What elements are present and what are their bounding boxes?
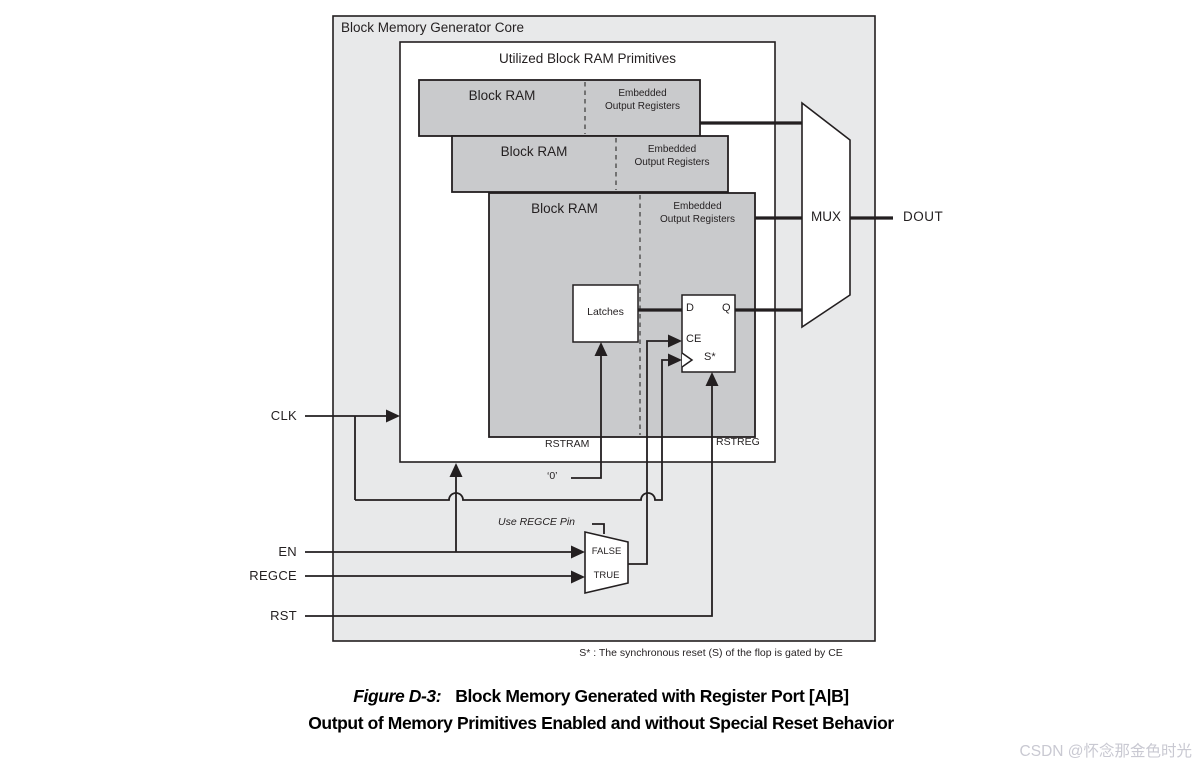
inner-box-title: Utilized Block RAM Primitives (498, 51, 677, 66)
zero-constant-label: ‘0’ (547, 470, 558, 482)
embedded-line2: Output Registers (634, 157, 710, 168)
flip-flop-pin-d: D (686, 302, 694, 314)
true-input-label: TRUE (593, 570, 620, 581)
flip-flop-pin-s-star: S* (704, 351, 716, 363)
latches-label: Latches (587, 306, 624, 318)
control-lines (305, 340, 713, 617)
block-ram-3-label: Block RAM (531, 201, 598, 216)
block-ram-1-label: Block RAM (468, 88, 536, 103)
flip-flop-clock-triangle (681, 352, 694, 368)
figure-caption-line2: Output of Memory Primitives Enabled and … (308, 713, 894, 733)
s-star-footnote: S* : The synchronous reset (S) of the fl… (579, 647, 843, 659)
arrowheads (386, 334, 719, 584)
embedded-line2: Output Registers (659, 214, 736, 225)
en-signal-label: EN (278, 544, 297, 559)
false-input-label: FALSE (591, 546, 622, 557)
embedded-line1: Embedded (618, 88, 667, 99)
outer-box-title: Block Memory Generator Core (341, 20, 525, 35)
block-ram-box-1 (418, 79, 701, 137)
data-path-lines (638, 121, 893, 312)
figure-caption-line1: Figure D-3: Block Memory Generated with R… (16, 683, 1186, 710)
regce-signal-label: REGCE (249, 568, 297, 583)
flip-flop-pin-q: Q (722, 302, 731, 314)
figure-title-line1: Block Memory Generated with Register Por… (455, 686, 849, 706)
mux-shape (801, 101, 851, 329)
rstreg-label: RSTREG (716, 436, 760, 448)
dout-label: DOUT (903, 209, 944, 224)
rstram-label: RSTRAM (545, 438, 590, 450)
figure-caption: Figure D-3: Block Memory Generated with R… (16, 683, 1186, 737)
embedded-line1: Embedded (647, 144, 697, 155)
embedded-line1: Embedded (673, 201, 722, 212)
figure-number: Figure D-3: (353, 686, 442, 706)
csdn-watermark: CSDN @怀念那金色时光 (1019, 743, 1192, 760)
use-regce-pin-label: Use REGCE Pin (498, 516, 576, 528)
block-ram-2-label: Block RAM (500, 144, 568, 159)
flip-flop-pin-ce: CE (686, 333, 702, 345)
mux-label: MUX (811, 209, 841, 224)
rst-signal-label: RST (270, 608, 297, 623)
block-ram-box-2 (451, 135, 729, 193)
latches-box (572, 284, 639, 343)
embedded-line2: Output Registers (604, 101, 681, 112)
embedded-register-dividers (584, 82, 641, 435)
regce-select-mux-shape (584, 530, 629, 595)
clk-signal-label: CLK (270, 408, 297, 423)
